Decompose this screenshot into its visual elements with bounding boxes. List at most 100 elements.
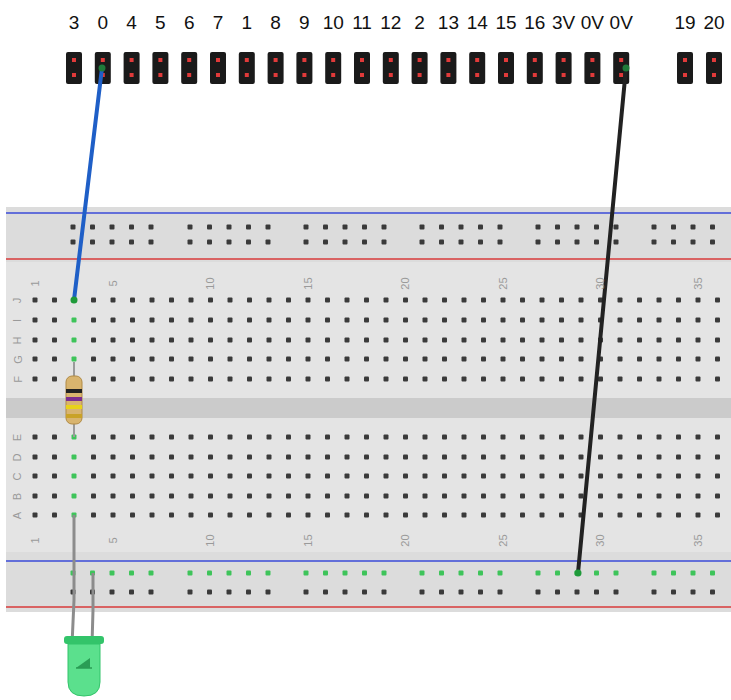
- hole: [618, 494, 623, 499]
- hole: [691, 225, 696, 230]
- rail-line-blue: [6, 212, 731, 214]
- pin-contact: [187, 73, 191, 77]
- hole: [207, 590, 212, 595]
- hole: [306, 435, 311, 440]
- pin-contact: [216, 58, 220, 62]
- hole: [111, 357, 116, 362]
- hole: [501, 474, 506, 479]
- pin-contact: [683, 73, 687, 77]
- hole: [208, 494, 213, 499]
- hole: [691, 590, 696, 595]
- hole: [579, 357, 584, 362]
- column-number: 25: [498, 534, 509, 546]
- hole: [657, 377, 662, 382]
- hole: [459, 590, 464, 595]
- row-letter: A: [13, 511, 24, 518]
- hole: [594, 571, 599, 576]
- hole: [207, 225, 212, 230]
- pin-contact: [130, 73, 134, 77]
- hole: [72, 455, 77, 460]
- hole: [267, 298, 272, 303]
- hole: [696, 318, 701, 323]
- hole: [33, 377, 38, 382]
- pin-label: 4: [126, 13, 137, 32]
- header-pin: [706, 52, 722, 84]
- pin-contact: [475, 58, 479, 62]
- hole: [442, 338, 447, 343]
- hole: [657, 474, 662, 479]
- hole: [129, 240, 134, 245]
- hole: [111, 474, 116, 479]
- hole: [618, 474, 623, 479]
- hole: [579, 455, 584, 460]
- hole: [481, 513, 486, 518]
- hole: [423, 513, 428, 518]
- hole: [227, 571, 232, 576]
- hole: [657, 298, 662, 303]
- pin-label: 8: [270, 13, 281, 32]
- hole: [403, 474, 408, 479]
- led-lead: [72, 515, 74, 645]
- rail-line-red: [6, 606, 731, 608]
- hole: [208, 298, 213, 303]
- hole: [130, 338, 135, 343]
- header-pin: [440, 52, 456, 84]
- pin-contact: [158, 73, 162, 77]
- hole: [676, 338, 681, 343]
- wire-end: [575, 570, 582, 577]
- pin-contact: [245, 58, 249, 62]
- hole: [345, 298, 350, 303]
- hole: [501, 318, 506, 323]
- hole: [403, 513, 408, 518]
- hole: [149, 571, 154, 576]
- hole: [442, 474, 447, 479]
- hole: [715, 455, 720, 460]
- hole: [676, 494, 681, 499]
- hole: [498, 240, 503, 245]
- hole: [403, 494, 408, 499]
- header-pin: [152, 52, 168, 84]
- column-number: 25: [498, 277, 509, 289]
- hole: [52, 377, 57, 382]
- hole: [594, 225, 599, 230]
- hole: [501, 338, 506, 343]
- hole: [501, 435, 506, 440]
- pin-label: 10: [323, 13, 344, 32]
- hole: [71, 225, 76, 230]
- hole: [325, 455, 330, 460]
- hole: [676, 357, 681, 362]
- hole: [384, 494, 389, 499]
- hole: [33, 318, 38, 323]
- hole: [227, 590, 232, 595]
- hole: [520, 357, 525, 362]
- header-pin: [677, 52, 693, 84]
- hole: [364, 494, 369, 499]
- hole: [150, 435, 155, 440]
- hole: [420, 590, 425, 595]
- hole: [228, 338, 233, 343]
- hole: [423, 377, 428, 382]
- pin-label: 20: [703, 13, 724, 32]
- hole: [208, 513, 213, 518]
- hole: [246, 590, 251, 595]
- hole: [90, 225, 95, 230]
- hole: [671, 590, 676, 595]
- hole: [384, 357, 389, 362]
- hole: [423, 318, 428, 323]
- hole: [91, 338, 96, 343]
- hole: [478, 571, 483, 576]
- hole: [208, 377, 213, 382]
- pin-contact: [504, 73, 508, 77]
- pin-contact: [389, 73, 393, 77]
- hole: [267, 357, 272, 362]
- pin-contact: [446, 58, 450, 62]
- hole: [637, 513, 642, 518]
- hole: [325, 357, 330, 362]
- row-letter: D: [12, 453, 23, 461]
- hole: [72, 357, 77, 362]
- hole: [72, 474, 77, 479]
- hole: [579, 435, 584, 440]
- hole: [637, 474, 642, 479]
- row-letter: H: [12, 336, 23, 344]
